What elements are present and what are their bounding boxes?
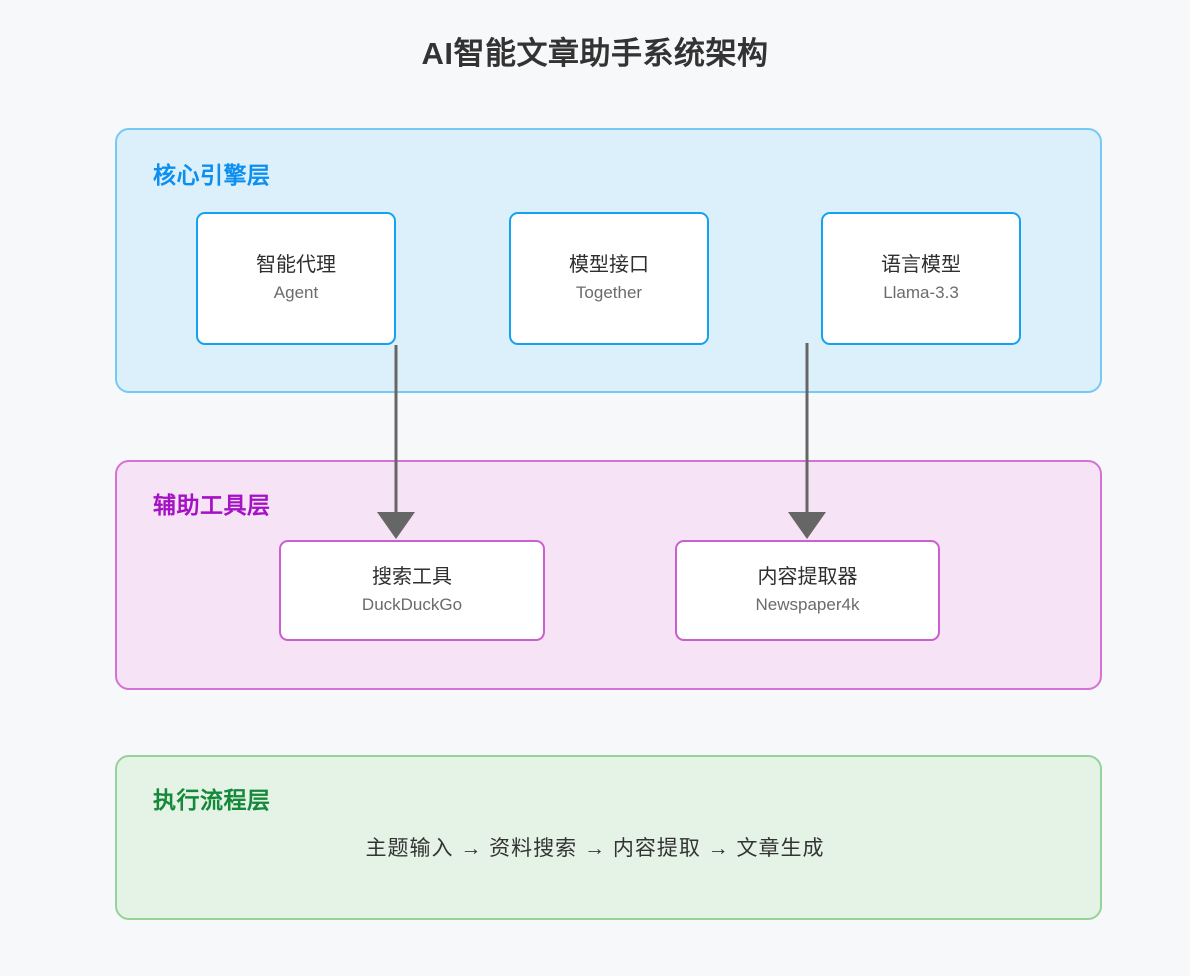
layer-helper-tools: 辅助工具层 <box>115 460 1102 690</box>
node-agent-subtitle: Agent <box>273 282 319 302</box>
execution-flow-text: 主题输入 → 资料搜索 → 内容提取 → 文章生成 <box>365 837 825 860</box>
page-title: AI智能文章助手系统架构 <box>421 36 769 71</box>
node-content-extractor[interactable]: 内容提取器 Newspaper4k <box>675 540 940 641</box>
node-agent-title: 智能代理 <box>256 253 336 276</box>
node-language-model-subtitle: Llama-3.3 <box>883 282 959 302</box>
node-model-interface[interactable]: 模型接口 Together <box>509 212 709 345</box>
layer-label-helper-tools: 辅助工具层 <box>153 492 271 518</box>
node-language-model[interactable]: 语言模型 Llama-3.3 <box>821 212 1021 345</box>
node-language-model-title: 语言模型 <box>881 253 961 276</box>
node-search-tool-subtitle: DuckDuckGo <box>361 594 463 614</box>
node-content-extractor-title: 内容提取器 <box>757 565 858 588</box>
node-agent[interactable]: 智能代理 Agent <box>196 212 396 345</box>
layer-execution-flow: 执行流程层 <box>115 755 1102 920</box>
node-model-interface-title: 模型接口 <box>569 253 649 276</box>
layer-label-execution-flow: 执行流程层 <box>153 787 271 813</box>
node-content-extractor-subtitle: Newspaper4k <box>755 594 860 614</box>
node-search-tool-title: 搜索工具 <box>372 565 452 588</box>
layer-label-core-engine: 核心引擎层 <box>153 162 271 188</box>
node-search-tool[interactable]: 搜索工具 DuckDuckGo <box>279 540 545 641</box>
node-model-interface-subtitle: Together <box>575 282 643 302</box>
